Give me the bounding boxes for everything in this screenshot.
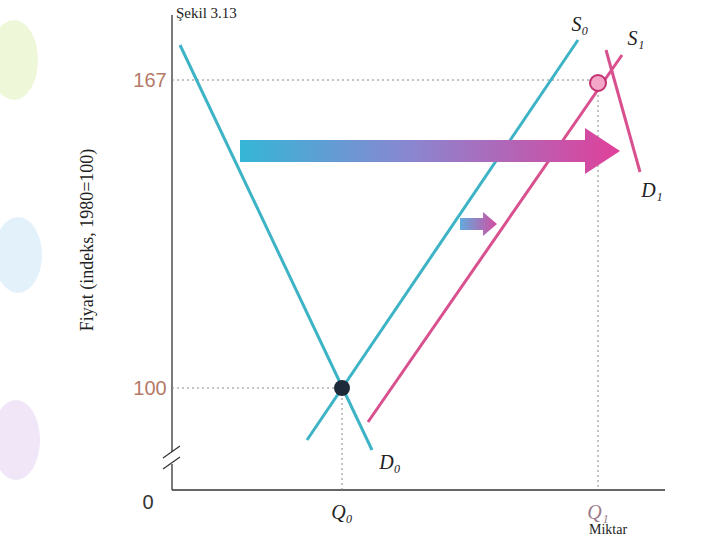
- tick-value: 100: [133, 377, 166, 399]
- curve-label: S₁: [628, 27, 645, 49]
- guide-line: [342, 388, 343, 490]
- curve-label: D₁: [641, 179, 662, 201]
- figure-title: Şekil 3.13: [176, 5, 237, 22]
- axis-tick-label: Q₀: [331, 501, 352, 523]
- axis-title: Fiyat (indeks, 1980=100): [78, 149, 98, 332]
- guide-line: [172, 80, 598, 81]
- decor-balloon: [0, 20, 38, 100]
- demand-curve-d0: [180, 45, 372, 450]
- axis-title: Miktar: [589, 523, 627, 538]
- curve-label: S₀: [572, 13, 589, 35]
- axis-break: [163, 457, 180, 469]
- equilibrium-point: [334, 380, 350, 396]
- guide-line: [172, 388, 342, 389]
- supply-curve-s0: [307, 40, 578, 440]
- y-axis: [171, 15, 172, 490]
- supply-curve-s1: [368, 55, 622, 422]
- shift-arrow: [240, 128, 620, 174]
- equilibrium-point: [590, 75, 606, 91]
- decor-balloon: [0, 400, 40, 480]
- x-axis: [172, 489, 665, 490]
- origin-label: 0: [142, 491, 153, 513]
- axis-break: [163, 446, 180, 458]
- shift-arrow: [460, 212, 497, 236]
- axis-tick-label: Q₁: [587, 501, 608, 523]
- curve-label: D₀: [379, 451, 400, 473]
- decor-balloon: [0, 217, 42, 293]
- tick-value: 167: [133, 69, 166, 91]
